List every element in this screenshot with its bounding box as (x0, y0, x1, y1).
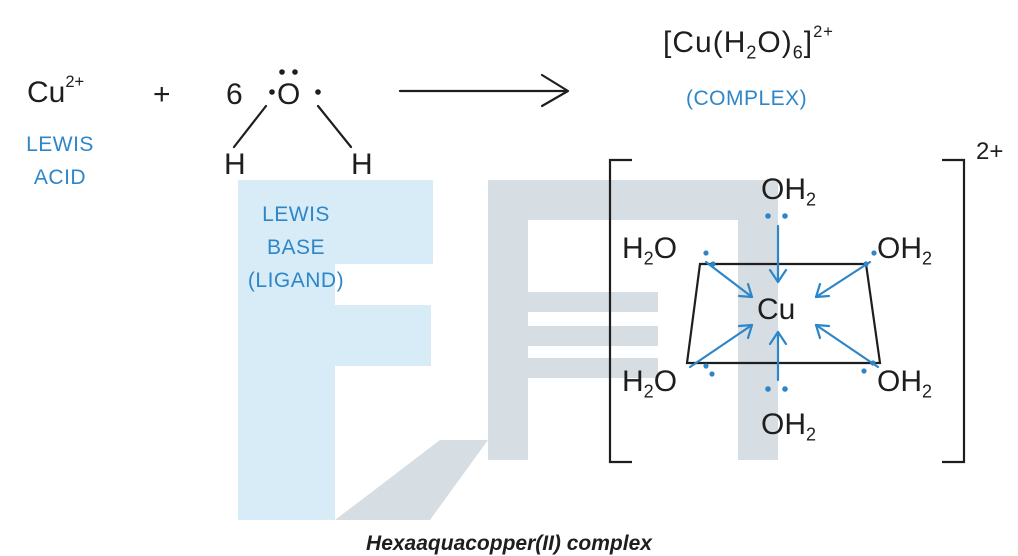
bond-o-h-left (232, 104, 268, 149)
ligand-bottom: OH2 (761, 408, 817, 445)
lewis-base-label: LEWIS BASE (LIGAND) (236, 198, 356, 297)
lewis-acid-label-line2: ACID (33, 166, 87, 189)
reaction-arrow (398, 73, 570, 108)
bond-o-h-right (316, 104, 353, 149)
lewis-base-label-line1: LEWIS (262, 203, 330, 226)
ligand-top: OH2 (761, 173, 817, 210)
watermark-blue-shape (238, 180, 433, 520)
lewis-base-label-line3: (LIGAND) (247, 269, 345, 292)
ligand-lower-left: H2O (622, 365, 678, 402)
complex-label: (COMPLEX) (686, 87, 808, 110)
lone-pair-dots (269, 69, 321, 95)
lewis-acid-label-line1: LEWIS (26, 133, 94, 156)
reactant-copper-ion: Cu2+ (27, 74, 84, 109)
product-formula: [Cu(H2O)6]2+ (663, 23, 834, 63)
complex-charge: 2+ (976, 138, 1004, 165)
figure-caption: Hexaaquacopper(II) complex (366, 532, 652, 555)
water-oxygen: O (277, 78, 301, 111)
lewis-acid-label: LEWIS ACID (20, 128, 100, 194)
plus-sign: + (153, 78, 171, 111)
watermark-grey-stripe-2 (528, 326, 658, 346)
watermark-grey-stripe-1 (528, 292, 658, 312)
ligand-lower-right: OH2 (877, 365, 933, 402)
bracket-left (608, 158, 632, 464)
octahedron-frame (685, 262, 882, 365)
ligand-upper-left: H2O (622, 232, 678, 269)
ligand-lone-pair-dots (703, 213, 877, 392)
watermark-grey-frame-top (488, 180, 778, 220)
bracket-right (942, 158, 966, 464)
watermark-grey-slash (335, 440, 488, 520)
watermark-grey-stripe-3 (528, 358, 658, 378)
ligand-upper-right: OH2 (877, 232, 933, 269)
logo-watermark (238, 180, 778, 520)
coordinate-bond-arrows (688, 224, 880, 382)
water-coefficient: 6 (226, 78, 243, 111)
water-hydrogen-left: H (224, 148, 246, 181)
lewis-base-label-line2: BASE (266, 236, 326, 259)
copper-charge: 2+ (65, 73, 85, 92)
water-hydrogen-right: H (351, 148, 373, 181)
watermark-grey-frame-right (738, 180, 778, 460)
central-copper: Cu (757, 293, 796, 326)
watermark-grey-frame-left (488, 180, 528, 460)
copper-symbol: Cu (27, 76, 66, 109)
